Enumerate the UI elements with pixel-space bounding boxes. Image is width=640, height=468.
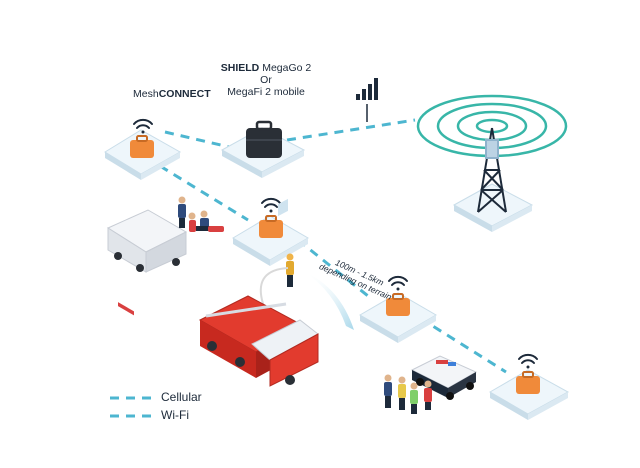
tile-node-3 — [489, 353, 570, 420]
wifi-icon — [388, 275, 408, 291]
people-icon — [384, 374, 432, 414]
fire-truck-icon — [198, 198, 319, 387]
wifi-icon — [133, 118, 153, 134]
link-mesh-to-node1 — [159, 164, 249, 222]
tile-node-2 — [359, 275, 437, 343]
label-meshconnect: MeshCONNECT — [133, 88, 211, 100]
tile-meshconnect — [104, 118, 182, 180]
wifi-icon — [261, 197, 281, 213]
ambulance-icon — [106, 209, 188, 316]
range-arc — [305, 272, 354, 330]
cell-tower-icon — [477, 127, 507, 213]
signal-bars-icon — [356, 78, 378, 122]
label-mesh-prefix: Mesh — [133, 88, 159, 100]
label-mesh-suffix: CONNECT — [158, 88, 211, 100]
label-shield-device: SHIELD MegaGo 2 Or MegaFi 2 mobile — [218, 62, 314, 98]
link-node2-to-node3 — [419, 316, 507, 374]
label-shield-model: MegaGo 2 — [259, 62, 312, 74]
label-shield-alt-model: MegaFi 2 mobile — [227, 86, 305, 98]
label-shield-or: Or — [260, 74, 272, 86]
legend-cellular-label: Cellular — [161, 390, 202, 404]
wifi-links — [159, 164, 507, 374]
mesh-case-icon — [130, 135, 154, 158]
people-icon — [178, 196, 224, 232]
mesh-case-icon — [516, 371, 540, 394]
tile-tower — [416, 94, 568, 232]
police-car-icon — [410, 355, 478, 400]
tile-node-1 — [232, 197, 309, 266]
label-shield-brand: SHIELD — [220, 62, 260, 74]
tile-shield — [220, 120, 306, 178]
mesh-case-icon — [386, 293, 410, 316]
link-shield-to-tower — [286, 118, 416, 142]
mesh-case-icon — [259, 215, 283, 238]
wifi-icon — [518, 353, 538, 369]
briefcase-icon — [246, 120, 282, 158]
legend — [110, 396, 152, 418]
legend-wifi-label: Wi-Fi — [161, 408, 189, 422]
